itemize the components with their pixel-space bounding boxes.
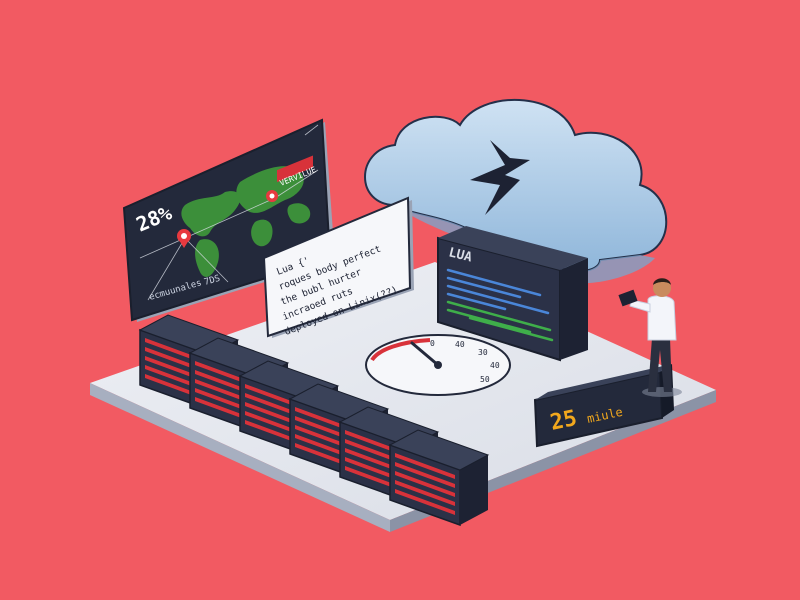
tablet-icon (618, 289, 638, 307)
engineer-head (653, 279, 671, 297)
code-lines (446, 268, 554, 342)
gauge-tick-5: 50 (480, 375, 490, 384)
platform-left-edge (90, 383, 390, 532)
terminal-top (438, 226, 588, 270)
gauge-red-arc (370, 338, 431, 362)
engineer-shirt (647, 295, 677, 341)
timer-top (535, 364, 672, 400)
server-slot (395, 489, 455, 515)
server-slot (395, 471, 455, 497)
server-slot (395, 462, 455, 488)
map-connection-lines (139, 124, 319, 301)
map-footer-number: 7DS (203, 274, 221, 288)
terminal-side (560, 258, 588, 360)
gauge-tick-3: 30 (478, 348, 488, 357)
gauge-tick-2: 40 (455, 340, 465, 349)
timer-value: 25 (548, 406, 579, 436)
pin-label-box (277, 155, 313, 183)
server-rack (388, 429, 490, 527)
speed-gauge: 0 40 30 40 50 (365, 334, 511, 396)
notes-sheet (262, 196, 412, 338)
gauge-tick-4: 40 (490, 361, 500, 370)
map-pin-icon (177, 229, 191, 248)
code-terminal: LUA (437, 226, 588, 362)
terminal-title: LUA (447, 245, 474, 265)
server-racks (138, 314, 490, 527)
server-slot (395, 480, 455, 506)
notes-panel: Lua {' roques body perfect the bubl hurt… (262, 196, 414, 338)
world-map-panel: VERVILUE 28% ecmuunales 7DS (122, 118, 335, 322)
map-pin-icon (266, 190, 278, 202)
lightning-crack-icon (470, 140, 530, 215)
gauge-needle (410, 341, 440, 367)
engineer-figure (618, 278, 682, 397)
engineer-legs (648, 338, 672, 392)
server-slot (395, 453, 455, 479)
gauge-tick-1: 0 (430, 339, 435, 348)
